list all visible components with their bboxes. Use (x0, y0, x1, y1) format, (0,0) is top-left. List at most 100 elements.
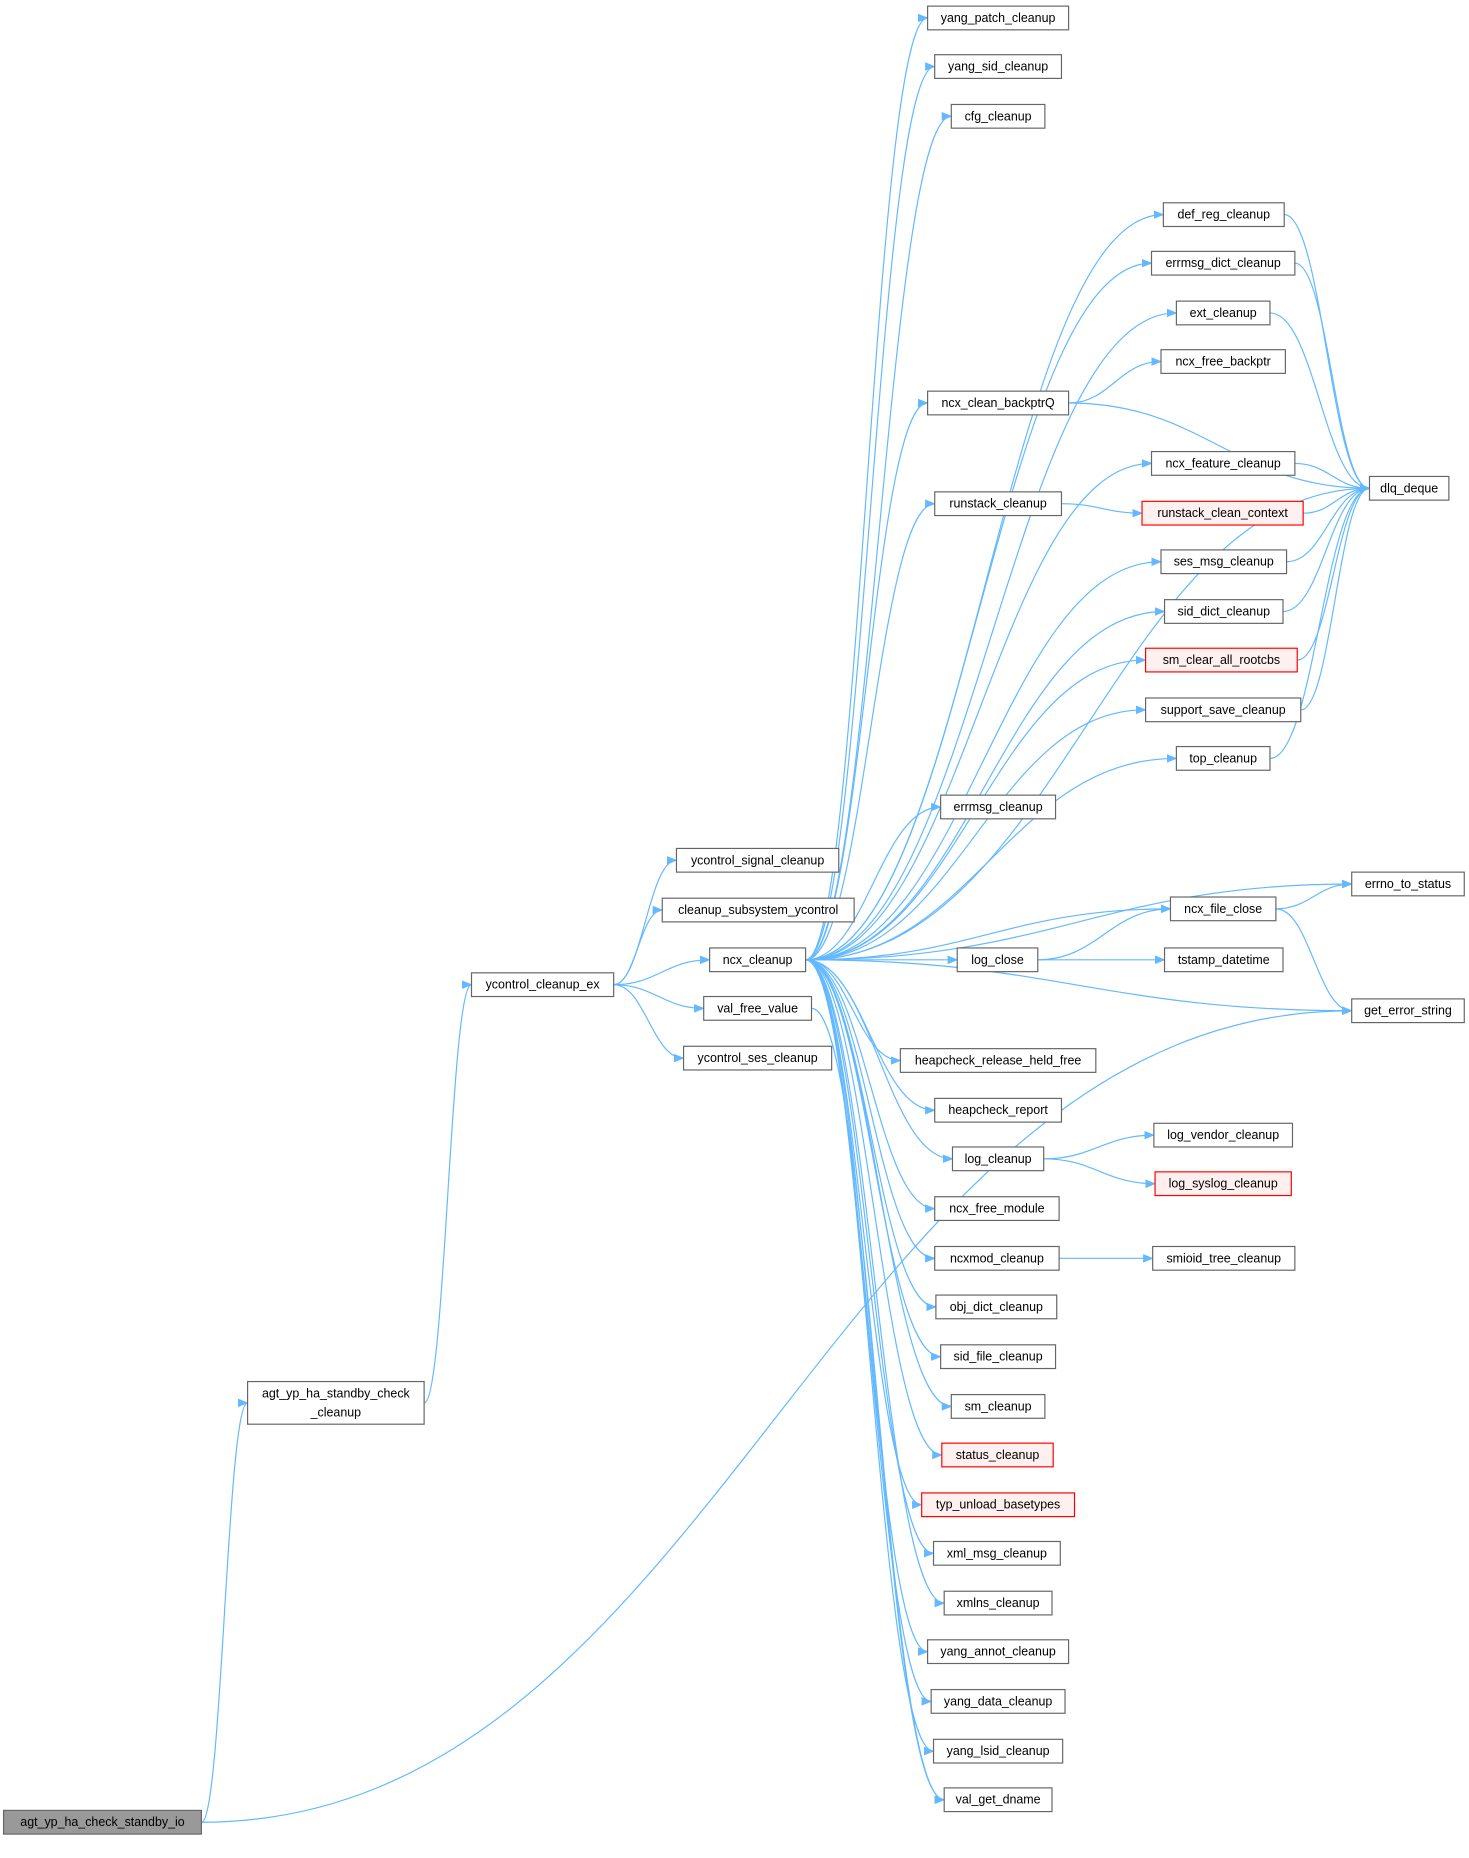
node-ncx_feature_cleanup[interactable]: ncx_feature_cleanup (1150, 450, 1296, 476)
node-box (1351, 998, 1465, 1024)
node-val_free_value[interactable]: val_free_value (703, 995, 813, 1021)
node-errmsg_dict_cleanup[interactable]: errmsg_dict_cleanup (1150, 250, 1296, 276)
node-box (943, 1590, 1053, 1616)
node-label: _cleanup (310, 1405, 362, 1419)
node-runstack_cleanup[interactable]: runstack_cleanup (934, 491, 1063, 517)
edge-ncx_cleanup-to-support_save_cleanup (805, 705, 1147, 961)
node-yang_annot_cleanup[interactable]: yang_annot_cleanup (927, 1639, 1070, 1665)
node-label: ncx_clean_backptrQ (941, 396, 1055, 410)
edge-ncx_cleanup-to-ncx_feature_cleanup (805, 459, 1153, 961)
node-ncx_cleanup[interactable]: ncx_cleanup (709, 947, 807, 973)
edge-ncx_cleanup-to-ncxmod_cleanup (805, 959, 936, 1263)
edge-sm_clear_all_rootcbs-to-dlq_deque (1297, 484, 1371, 661)
node-log_close[interactable]: log_close (956, 947, 1039, 973)
node-ycontrol_cleanup_ex[interactable]: ycontrol_cleanup_ex (470, 972, 615, 998)
node-box (956, 947, 1039, 973)
node-sid_file_cleanup[interactable]: sid_file_cleanup (940, 1344, 1057, 1370)
edge-log_cleanup-to-log_vendor_cleanup (1043, 1130, 1155, 1160)
node-label: top_cleanup (1189, 751, 1257, 765)
edge-ncx_cleanup-to-yang_patch_cleanup (805, 13, 929, 961)
node-box (1152, 1245, 1296, 1271)
node-yang_sid_cleanup[interactable]: yang_sid_cleanup (934, 54, 1063, 79)
node-support_save_cleanup[interactable]: support_save_cleanup (1144, 697, 1302, 723)
edge-ncx_cleanup-to-errmsg_cleanup (805, 802, 942, 961)
node-agt_yp_ha_check_standby_io[interactable]: agt_yp_ha_check_standby_io (2, 1809, 202, 1835)
node-agt_yp_ha_standby_check_cleanup[interactable]: agt_yp_ha_standby_check_cleanup (247, 1380, 425, 1425)
node-xml_msg_cleanup[interactable]: xml_msg_cleanup (932, 1540, 1061, 1566)
edge-ncx_cleanup-to-ext_cleanup (805, 308, 1178, 961)
node-ncx_clean_backptrQ[interactable]: ncx_clean_backptrQ (927, 390, 1070, 416)
edge-ncx_cleanup-to-xml_msg_cleanup (805, 959, 935, 1558)
node-ycontrol_ses_cleanup[interactable]: ycontrol_ses_cleanup (682, 1045, 833, 1071)
edge-ncx_cleanup-to-log_cleanup (805, 959, 954, 1164)
node-dlq_deque[interactable]: dlq_deque (1368, 475, 1450, 501)
node-box (682, 1045, 833, 1071)
node-ncx_file_close[interactable]: ncx_file_close (1169, 896, 1277, 922)
node-label: heapcheck_release_held_free (915, 1053, 1082, 1067)
edge-ncx_cleanup-to-typ_unload_basetypes (805, 959, 923, 1509)
node-heapcheck_report[interactable]: heapcheck_report (934, 1097, 1063, 1123)
node-cleanup_subsystem_ycontrol[interactable]: cleanup_subsystem_ycontrol (661, 897, 855, 923)
node-yang_data_cleanup[interactable]: yang_data_cleanup (930, 1688, 1066, 1714)
node-label: sid_dict_cleanup (1177, 605, 1270, 619)
node-ext_cleanup[interactable]: ext_cleanup (1175, 300, 1271, 326)
node-ncxmod_cleanup[interactable]: ncxmod_cleanup (934, 1245, 1060, 1271)
node-errmsg_cleanup[interactable]: errmsg_cleanup (940, 794, 1057, 820)
node-runstack_clean_context[interactable]: runstack_clean_context (1141, 500, 1304, 526)
node-xmlns_cleanup[interactable]: xmlns_cleanup (943, 1590, 1053, 1616)
edge-agt_yp_ha_check_standby_io-to-agt_yp_ha_standby_check_cleanup (200, 1398, 249, 1823)
node-label: ncx_free_backptr (1176, 355, 1271, 369)
node-heapcheck_release_held_free[interactable]: heapcheck_release_held_free (899, 1048, 1097, 1073)
node-ses_msg_cleanup[interactable]: ses_msg_cleanup (1160, 549, 1288, 575)
node-box (927, 390, 1070, 416)
node-label: ycontrol_signal_cleanup (691, 853, 824, 867)
node-label: ncx_free_module (949, 1202, 1044, 1216)
node-box (1160, 549, 1288, 575)
node-sm_cleanup[interactable]: sm_cleanup (950, 1393, 1046, 1419)
node-label: obj_dict_cleanup (950, 1300, 1043, 1314)
node-box (470, 972, 615, 998)
edge-ycontrol_cleanup_ex-to-ycontrol_ses_cleanup (613, 984, 685, 1063)
node-ncx_free_backptr[interactable]: ncx_free_backptr (1160, 349, 1286, 374)
node-tstamp_datetime[interactable]: tstamp_datetime (1163, 947, 1284, 973)
node-cfg_cleanup[interactable]: cfg_cleanup (950, 103, 1046, 129)
edge-ncx_clean_backptrQ-to-ncx_free_backptr (1068, 357, 1163, 404)
node-box (951, 1146, 1045, 1172)
node-ncx_free_module[interactable]: ncx_free_module (934, 1196, 1060, 1222)
node-box (1150, 250, 1296, 276)
node-sid_dict_cleanup[interactable]: sid_dict_cleanup (1163, 599, 1284, 624)
node-def_reg_cleanup[interactable]: def_reg_cleanup (1162, 202, 1285, 228)
node-log_syslog_cleanup[interactable]: log_syslog_cleanup (1154, 1171, 1292, 1197)
node-yang_lsid_cleanup[interactable]: yang_lsid_cleanup (932, 1738, 1064, 1764)
node-typ_unload_basetypes[interactable]: typ_unload_basetypes (921, 1492, 1076, 1518)
node-box (934, 54, 1063, 79)
node-val_get_dname[interactable]: val_get_dname (943, 1787, 1053, 1813)
node-status_cleanup[interactable]: status_cleanup (941, 1442, 1054, 1468)
node-log_cleanup[interactable]: log_cleanup (951, 1146, 1045, 1172)
node-label: status_cleanup (956, 1448, 1040, 1462)
node-label: sm_clear_all_rootcbs (1163, 653, 1280, 667)
node-box (1162, 202, 1285, 228)
edge-ncx_cleanup-to-sid_dict_cleanup (805, 607, 1166, 961)
node-smioid_tree_cleanup[interactable]: smioid_tree_cleanup (1152, 1245, 1296, 1271)
edge-ncx_cleanup-to-get_error_string (805, 959, 1353, 1016)
edge-ncx_cleanup-to-ncx_clean_backptrQ (805, 398, 929, 961)
edge-ext_cleanup-to-dlq_deque (1269, 312, 1371, 493)
node-get_error_string[interactable]: get_error_string (1351, 998, 1465, 1024)
node-label: yang_annot_cleanup (940, 1645, 1055, 1659)
node-label: yang_sid_cleanup (948, 60, 1048, 74)
node-ycontrol_signal_cleanup[interactable]: ycontrol_signal_cleanup (675, 847, 840, 873)
node-yang_patch_cleanup[interactable]: yang_patch_cleanup (927, 5, 1070, 31)
node-label: ncx_file_close (1184, 902, 1262, 916)
edge-ncx_cleanup-to-top_cleanup (805, 754, 1178, 961)
node-top_cleanup[interactable]: top_cleanup (1175, 745, 1271, 771)
node-obj_dict_cleanup[interactable]: obj_dict_cleanup (935, 1294, 1058, 1320)
edge-ncx_cleanup-to-val_get_dname (805, 959, 946, 1804)
node-box (927, 5, 1070, 31)
node-box (1154, 1171, 1292, 1197)
node-sm_clear_all_rootcbs[interactable]: sm_clear_all_rootcbs (1144, 647, 1298, 673)
node-log_vendor_cleanup[interactable]: log_vendor_cleanup (1153, 1122, 1294, 1148)
node-errno_to_status[interactable]: errno_to_status (1351, 871, 1465, 897)
node-label: ext_cleanup (1190, 306, 1257, 320)
